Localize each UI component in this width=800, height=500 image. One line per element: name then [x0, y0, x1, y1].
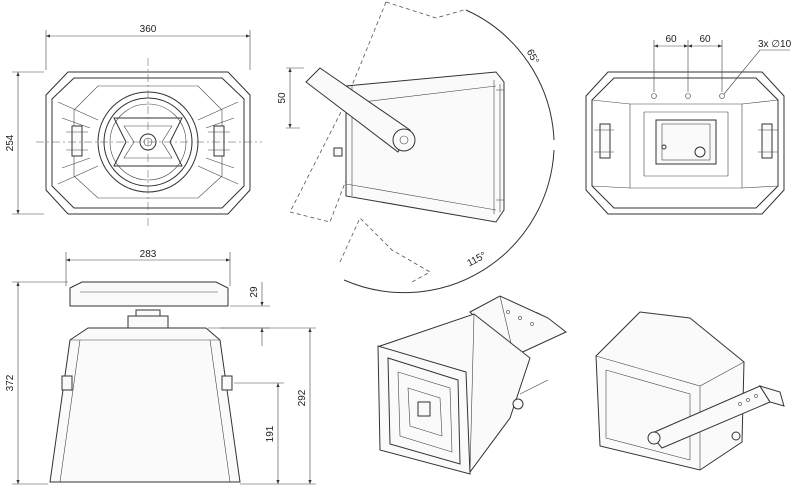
dim-bottom-width: 283	[140, 249, 157, 260]
rear-view: 60 60 3x ∅10	[585, 34, 792, 215]
dim-front-width: 360	[140, 24, 157, 35]
dim-pivot-height: 292	[297, 389, 308, 406]
dim-holes: 3x ∅10	[758, 39, 792, 50]
dim-front-height: 254	[5, 134, 16, 151]
side-elevation: 283 372 29 292 191	[5, 249, 316, 485]
dim-mount-height: 191	[265, 425, 276, 442]
isometric-rear-view	[595, 311, 785, 471]
dim-angle-down: 115°	[465, 250, 488, 269]
dim-bracket-height: 50	[277, 92, 288, 104]
isometric-front-view	[377, 295, 567, 475]
dim-total-height: 372	[5, 374, 16, 391]
dim-hole-spacing-1: 60	[665, 34, 677, 45]
dim-hole-spacing-2: 60	[699, 34, 711, 45]
side-tilt-view: 50 65° 115°	[277, 1, 555, 294]
front-view: 360 254	[5, 24, 262, 226]
dim-angle-up: 65°	[524, 48, 541, 67]
dim-top-offset: 29	[249, 286, 260, 298]
